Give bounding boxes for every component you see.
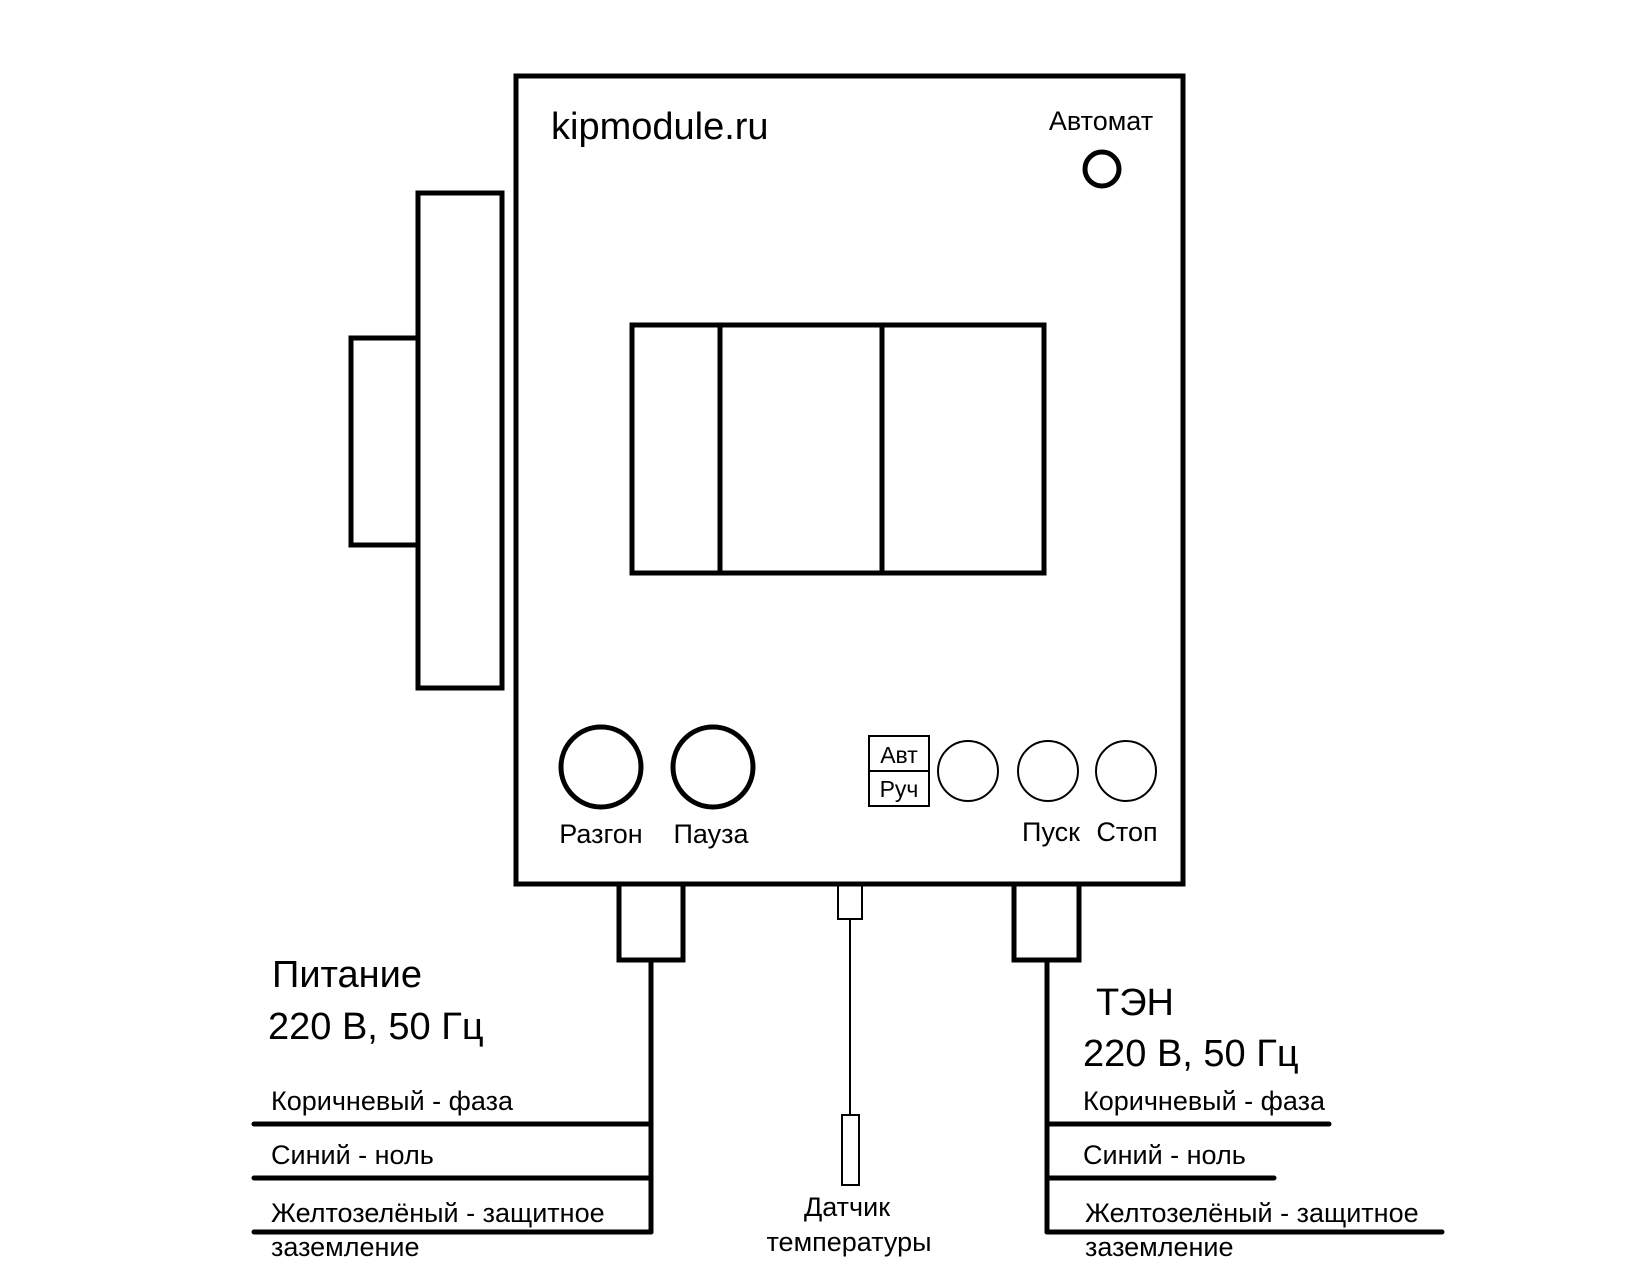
breaker-indicator-icon bbox=[1082, 149, 1122, 189]
heater-wire-label-neutral: Синий - ноль bbox=[1083, 1140, 1246, 1170]
boost-button[interactable] bbox=[558, 724, 644, 810]
site-label: kipmodule.ru bbox=[551, 106, 769, 148]
side-mount-plate bbox=[415, 190, 505, 691]
heater-cable-gland bbox=[1011, 881, 1082, 963]
stop-button[interactable] bbox=[1095, 740, 1157, 802]
mode-auto-label: Авт bbox=[880, 742, 918, 768]
display-window bbox=[629, 322, 1047, 576]
mode-button[interactable] bbox=[937, 740, 999, 802]
stop-label: Стоп bbox=[1096, 817, 1157, 847]
mode-manual-label: Руч bbox=[880, 776, 919, 802]
power-rating: 220 В, 50 Гц bbox=[268, 1006, 484, 1048]
power-wire-label-ground: Желтозелёный - защитное bbox=[271, 1198, 605, 1228]
heater-wire-label-ground: Желтозелёный - защитное bbox=[1085, 1198, 1419, 1228]
side-mount-tab bbox=[348, 335, 421, 548]
heater-wire-label-phase: Коричневый - фаза bbox=[1083, 1086, 1326, 1116]
power-title: Питание bbox=[272, 954, 422, 996]
start-label: Пуск bbox=[1022, 817, 1080, 847]
sensor-cable-gland bbox=[837, 883, 863, 920]
start-button[interactable] bbox=[1017, 740, 1079, 802]
pause-label: Пауза bbox=[673, 819, 749, 849]
breaker-label: Автомат bbox=[1049, 106, 1153, 136]
boost-label: Разгон bbox=[559, 819, 642, 849]
pause-button[interactable] bbox=[670, 724, 756, 810]
heater-rating: 220 В, 50 Гц bbox=[1083, 1033, 1299, 1075]
power-wire-label-ground-cont: заземление bbox=[271, 1232, 420, 1262]
heater-title: ТЭН bbox=[1096, 982, 1174, 1024]
power-wire-label-phase: Коричневый - фаза bbox=[271, 1086, 514, 1116]
sensor-label-line2: температуры bbox=[766, 1227, 931, 1257]
sensor-probe bbox=[841, 1114, 860, 1186]
power-wire-label-neutral: Синий - ноль bbox=[271, 1140, 434, 1170]
power-cable-gland bbox=[616, 881, 686, 963]
heater-wire-label-ground-cont: заземление bbox=[1085, 1232, 1234, 1262]
sensor-label-line1: Датчик bbox=[804, 1192, 890, 1222]
controller-enclosure bbox=[513, 73, 1186, 887]
